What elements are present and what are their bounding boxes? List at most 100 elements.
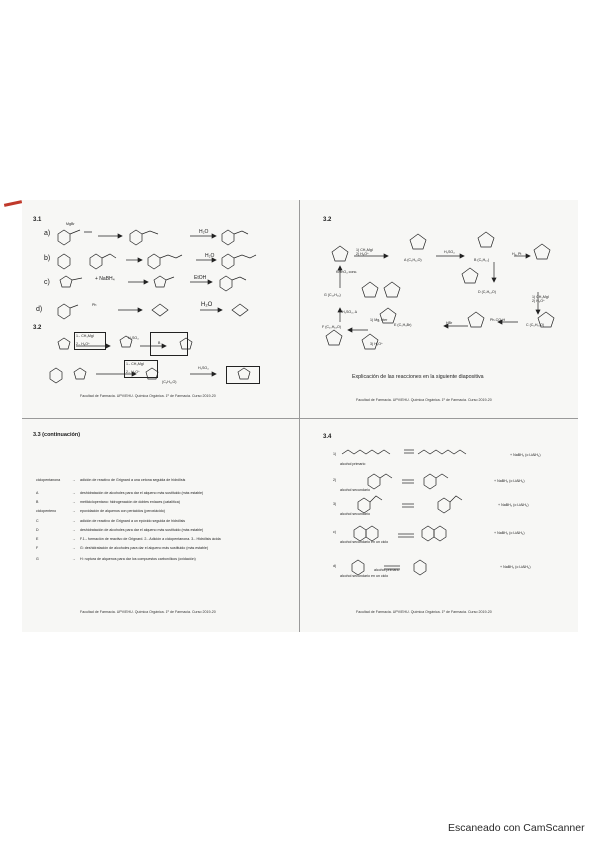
h2so4-delta: H₂SO₄, Δ xyxy=(342,310,358,314)
footer: Facultad de Farmacia. UPV/EHU. Química O… xyxy=(356,398,492,402)
alcohol-type-label: alcohol secundario en un ciclo xyxy=(340,540,389,544)
explanation-key: C xyxy=(36,519,39,523)
h2o-a: H₂O xyxy=(199,229,209,235)
explanation-text: H: ruptura de alquenos para dar los comp… xyxy=(80,557,196,561)
part-c-label: c) xyxy=(44,279,50,286)
reducing-reagent: + NaBH₄ (o LiAlH₄) xyxy=(494,531,525,535)
explanation-text: epoxidación de alquenos con perácidos (p… xyxy=(80,509,165,513)
explanation-text: G: deshidratación de alcoholes para dar … xyxy=(80,546,209,550)
slide-divider-horizontal xyxy=(22,418,578,419)
reaction-scheme-3-1 xyxy=(57,229,257,320)
slide-title: 3.3 (continuación) xyxy=(33,432,81,438)
arrow-icon: → xyxy=(72,491,76,495)
oxidation-structures xyxy=(341,449,467,576)
explanation-key: B xyxy=(36,500,39,504)
explanation-key: A xyxy=(36,491,39,495)
h2so4-right: H₂SO₄ xyxy=(444,250,455,254)
hbr: HBr xyxy=(446,321,453,325)
reaction-network xyxy=(325,231,555,350)
h3o-3: 3) H₃O⁺ xyxy=(370,342,383,346)
explanation-text: deshidratación de alcoholes para dar el … xyxy=(80,528,204,532)
row-number: 3) xyxy=(333,502,337,506)
nabh4-c: + NaBH₄ xyxy=(95,276,115,282)
slide-title: 3.1 xyxy=(33,217,42,223)
arrow-icon: → xyxy=(72,509,76,513)
reducing-reagent: + NaBH₄ (o LiAlH₄) xyxy=(494,479,525,483)
slide-title: 3.2 xyxy=(33,325,42,331)
label-A: A (C₆H₁₂O) xyxy=(404,258,422,262)
boxed-reagent-1 xyxy=(74,332,106,350)
reagent-1: 1.- CH₃MgI xyxy=(76,334,94,338)
h2o-b: H₂O xyxy=(205,253,215,259)
explanation-key: ciclopenteno xyxy=(36,509,57,513)
phco3h: Ph-CO₃H xyxy=(490,318,506,322)
h2so4-1: H₂SO₄ xyxy=(128,336,139,340)
arrow-icon: → xyxy=(72,557,76,561)
reducing-reagent: + NaBH₄ (o LiAlH₄) xyxy=(500,565,531,569)
arrow-icon: → xyxy=(72,519,76,523)
part-a-label: a) xyxy=(44,230,51,237)
explanation-key: F xyxy=(36,546,39,550)
reagent-2: 2.- H₃O⁺ xyxy=(76,342,90,346)
explanation-key: ciclopentanona xyxy=(36,478,61,482)
arrow-icon: → xyxy=(72,500,76,504)
kmno4: KMnO₄ conc. xyxy=(336,270,358,274)
red-pen-mark xyxy=(3,200,23,207)
row-number: c) xyxy=(333,530,336,534)
etoh-c: EtOH xyxy=(194,275,207,281)
explanation-key: D xyxy=(36,528,39,532)
reducing-reagent: + NaBH₄ (o LiAlH₄) xyxy=(510,453,541,457)
arrow-icon: → xyxy=(72,537,76,541)
row-number: 1) xyxy=(333,452,337,456)
ph-label: Ph xyxy=(92,303,97,307)
reagent-4: 2.- H₃O⁺ xyxy=(126,370,140,374)
formula-c6h12o: (C₆H₁₂O) xyxy=(162,380,177,384)
h2so4-2: H₂SO₄ xyxy=(198,366,209,370)
explanation-text: F.1.- formación de reactivo de Grignard.… xyxy=(80,537,221,541)
reagent-3: 1.- CH₃MgI xyxy=(126,362,144,366)
scanned-sheet xyxy=(22,200,578,632)
boxed-product-b xyxy=(150,332,188,356)
label-C: C (C₆H₁₀O) xyxy=(526,323,545,327)
box-b-label: B xyxy=(158,341,161,345)
label-D: D (C₇H₁₄O) xyxy=(478,290,496,294)
footer: Facultad de Farmacia. UPV/EHU. Química O… xyxy=(356,610,492,614)
h2-pt: H₂, Pt xyxy=(512,252,522,256)
explanation-text: adición de reactivo de Grignard a un epó… xyxy=(80,519,186,523)
arrow-icon: → xyxy=(72,478,76,482)
footer: Facultad de Farmacia. UPV/EHU. Química O… xyxy=(80,394,216,398)
alcohol-type-label: alcohol secundario xyxy=(340,488,370,492)
explanation-text: deshidratación de alcoholes para dar el … xyxy=(80,491,204,495)
reducing-reagent: + NaBH₄ (o LiAlH₄) xyxy=(498,503,529,507)
reagent-top: 1) CH₃MgI 2) H₃O⁺ xyxy=(356,248,373,256)
h2o-d: H₂O xyxy=(201,302,213,308)
boxed-final-product xyxy=(226,366,260,384)
row-number: 2) xyxy=(333,478,337,482)
alcohol-type-label: alcohol secundario xyxy=(340,512,370,516)
explanation-caption: Explicación de las reacciones en la sigu… xyxy=(352,374,484,380)
explanation-key: E xyxy=(36,537,39,541)
camscanner-watermark: Escaneado con CamScanner xyxy=(448,822,585,834)
part-d-label: d) xyxy=(36,306,43,313)
label-B: B (C₆H₁₀) xyxy=(474,258,490,262)
mgbr-label: MgBr xyxy=(66,222,75,226)
arrow-icon: → xyxy=(72,528,76,532)
alcohol-type-label: alcohol primario xyxy=(340,462,366,466)
explanation-text: metilciclopentano: hidrogenación de dobl… xyxy=(80,500,180,504)
slide-title: 3.2 xyxy=(323,217,332,223)
boxed-reagent-2 xyxy=(124,360,158,378)
slide-divider-vertical xyxy=(299,200,300,632)
alcohol-type-label-secondary: alcohol primario xyxy=(374,568,400,572)
explanation-key: G xyxy=(36,557,39,561)
label-G: G (C₁₀H₁₆) xyxy=(324,293,341,297)
explanation-text: adición de reactivo de Grignard a una ce… xyxy=(80,478,186,482)
mg-ether: 1) Mg, éter xyxy=(370,318,388,322)
label-F: F (C₁₀H₁₈O) xyxy=(322,325,341,329)
arrow-icon: → xyxy=(72,546,76,550)
label-E: E (C₅H₉Br) xyxy=(394,323,412,327)
footer: Facultad de Farmacia. UPV/EHU. Química O… xyxy=(80,610,216,614)
part-b-label: b) xyxy=(44,255,51,262)
alcohol-type-label: alcohol secundario en un ciclo xyxy=(340,574,389,578)
reagent-ch3mgi-2: 1) CH₃MgI 2) H₃O⁺ xyxy=(532,295,549,303)
slide-title: 3.4 xyxy=(323,434,332,440)
